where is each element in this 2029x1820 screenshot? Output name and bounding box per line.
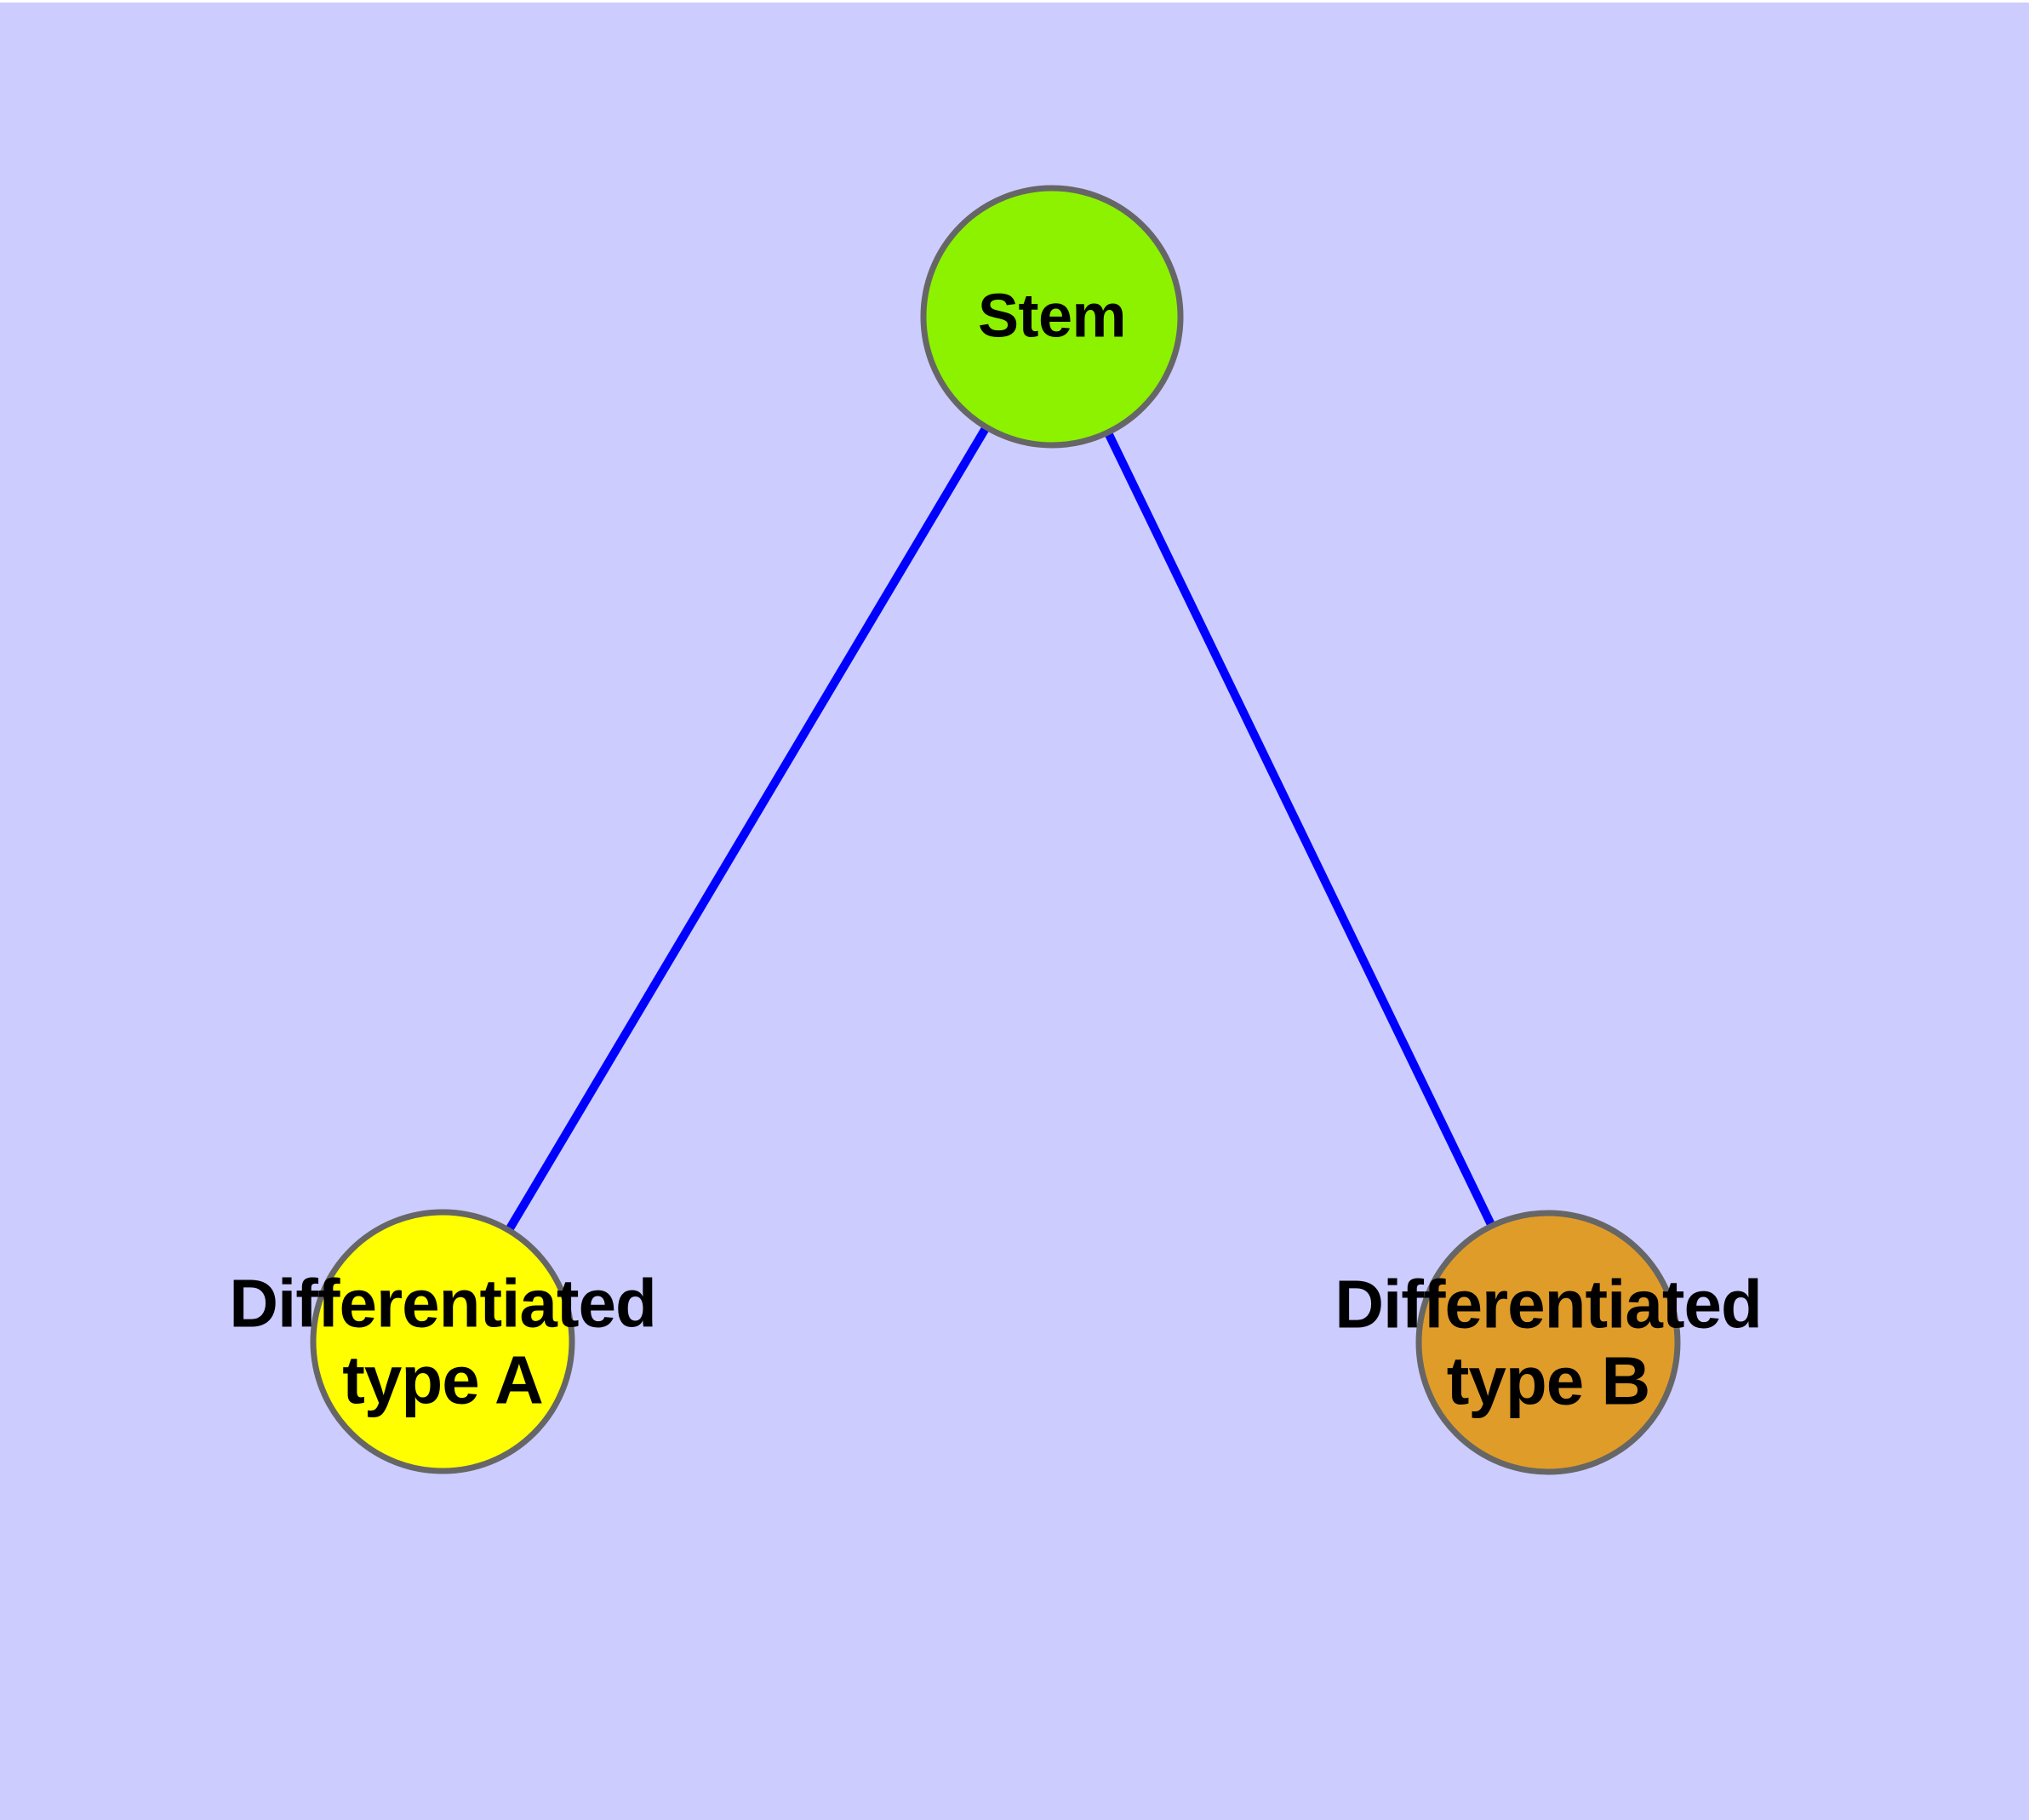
edge-stem-to-differentiated-type-a[interactable]	[505, 425, 991, 1233]
canvas-top-edge-strip	[0, 0, 2029, 3]
node-differentiated-type-a[interactable]	[310, 1209, 575, 1474]
node-stem[interactable]	[920, 185, 1184, 449]
edge-layer	[505, 425, 1496, 1233]
node-layer	[310, 185, 1681, 1475]
edge-stem-to-differentiated-type-b[interactable]	[1104, 430, 1496, 1228]
node-differentiated-type-b[interactable]	[1415, 1210, 1681, 1475]
